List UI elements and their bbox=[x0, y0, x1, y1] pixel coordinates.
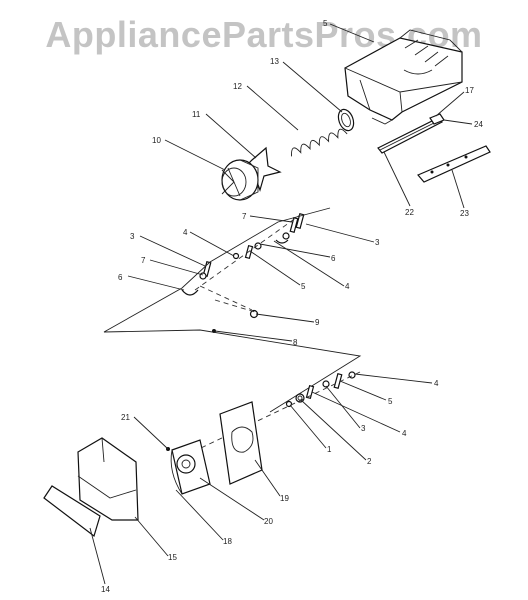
bracket-part bbox=[417, 145, 491, 183]
plate-part bbox=[43, 485, 101, 538]
shaft-axis-lower bbox=[179, 371, 361, 459]
shaft-hardware-lower bbox=[285, 371, 356, 408]
auger-spring-part bbox=[291, 128, 348, 157]
callout-3-left: 3 bbox=[130, 232, 135, 241]
callout-3-lower: 3 bbox=[361, 424, 366, 433]
callout-14: 14 bbox=[101, 585, 110, 594]
motor-part bbox=[170, 439, 211, 495]
mounting-rail-part bbox=[377, 117, 444, 154]
callout-24: 24 bbox=[474, 120, 483, 129]
callout-7-left: 7 bbox=[141, 256, 146, 265]
callout-22: 22 bbox=[405, 208, 414, 217]
callout-21: 21 bbox=[121, 413, 130, 422]
ring-part bbox=[337, 108, 355, 132]
callout-4-mid: 4 bbox=[345, 282, 350, 291]
callout-5-mid: 5 bbox=[301, 282, 306, 291]
callout-11: 11 bbox=[192, 110, 201, 119]
callout-19: 19 bbox=[280, 494, 289, 503]
callout-4-upper: 4 bbox=[183, 228, 188, 237]
callout-4-lower-right: 4 bbox=[434, 379, 439, 388]
callout-8: 8 bbox=[293, 338, 298, 347]
motor-plate-part bbox=[219, 401, 263, 485]
callout-17: 17 bbox=[465, 86, 474, 95]
callout-6-left: 6 bbox=[118, 273, 123, 282]
leader-lines bbox=[89, 23, 473, 585]
callout-4-lower: 4 bbox=[402, 429, 407, 438]
callout-5-lower: 5 bbox=[388, 397, 393, 406]
callout-23: 23 bbox=[460, 209, 469, 218]
shaft-axis-upper bbox=[194, 214, 301, 313]
callout-6-upper: 6 bbox=[331, 254, 336, 263]
callout-7-upper: 7 bbox=[242, 212, 247, 221]
callout-10: 10 bbox=[152, 136, 161, 145]
callout-labels: 5 13 12 11 10 17 24 22 23 7 3 4 6 3 7 4 … bbox=[101, 19, 483, 594]
assembly-outline-upper bbox=[103, 207, 362, 413]
shaft-hardware-upper bbox=[181, 212, 305, 333]
callout-15: 15 bbox=[168, 553, 177, 562]
callout-1: 1 bbox=[327, 445, 332, 454]
callout-12: 12 bbox=[233, 82, 242, 91]
callout-18: 18 bbox=[223, 537, 232, 546]
callout-9: 9 bbox=[315, 318, 320, 327]
callout-13: 13 bbox=[270, 57, 279, 66]
fan-wheel-part bbox=[221, 159, 259, 201]
ice-bucket-part bbox=[344, 29, 463, 125]
callout-3-upper: 3 bbox=[375, 238, 380, 247]
callout-2: 2 bbox=[367, 457, 372, 466]
callout-5-top: 5 bbox=[323, 19, 328, 28]
callout-20: 20 bbox=[264, 517, 273, 526]
